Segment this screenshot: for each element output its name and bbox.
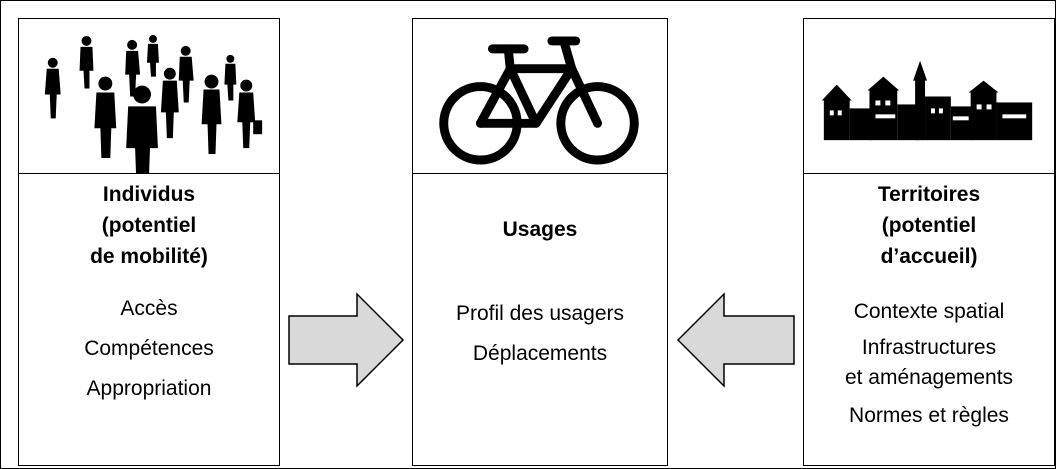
- territoires-image: [804, 19, 1054, 174]
- usages-image: [413, 19, 667, 174]
- people-crowd-icon: [44, 34, 263, 173]
- usages-title: Usages: [502, 218, 578, 241]
- territoires-item-contexte: Contexte spatial: [853, 300, 1005, 323]
- arrow-right-icon: [288, 292, 405, 388]
- usages-panel: Usages Profil des usagers Déplacements: [412, 18, 668, 466]
- individus-title: Individus (potentiel de mobilité): [90, 183, 208, 268]
- territoires-item-normes: Normes et règles: [849, 404, 1009, 427]
- bicycle-icon: [439, 36, 639, 165]
- individus-items: Accès Compétences Appropriation: [19, 289, 279, 409]
- territoires-title: Territoires (potentiel d’accueil): [877, 183, 981, 268]
- individus-item-competences: Compétences: [84, 337, 214, 360]
- individus-item-appropriation: Appropriation: [86, 377, 212, 400]
- usages-items: Profil des usagers Déplacements: [413, 294, 667, 374]
- territoires-item-infrastructures: Infrastructures et aménagements: [844, 336, 1014, 389]
- arrow-left-icon: [676, 292, 795, 388]
- individus-panel: Individus (potentiel de mobilité) Accès …: [18, 18, 280, 466]
- territoires-items: Contexte spatial Infrastructures et amén…: [804, 294, 1054, 434]
- individus-item-acces: Accès: [120, 297, 178, 320]
- territoires-panel: Territoires (potentiel d’accueil) Contex…: [803, 18, 1055, 466]
- city-skyline-icon: [821, 60, 1033, 141]
- individus-image: [19, 19, 279, 174]
- usages-item-profil: Profil des usagers: [455, 302, 625, 325]
- usages-item-deplacements: Déplacements: [472, 342, 608, 365]
